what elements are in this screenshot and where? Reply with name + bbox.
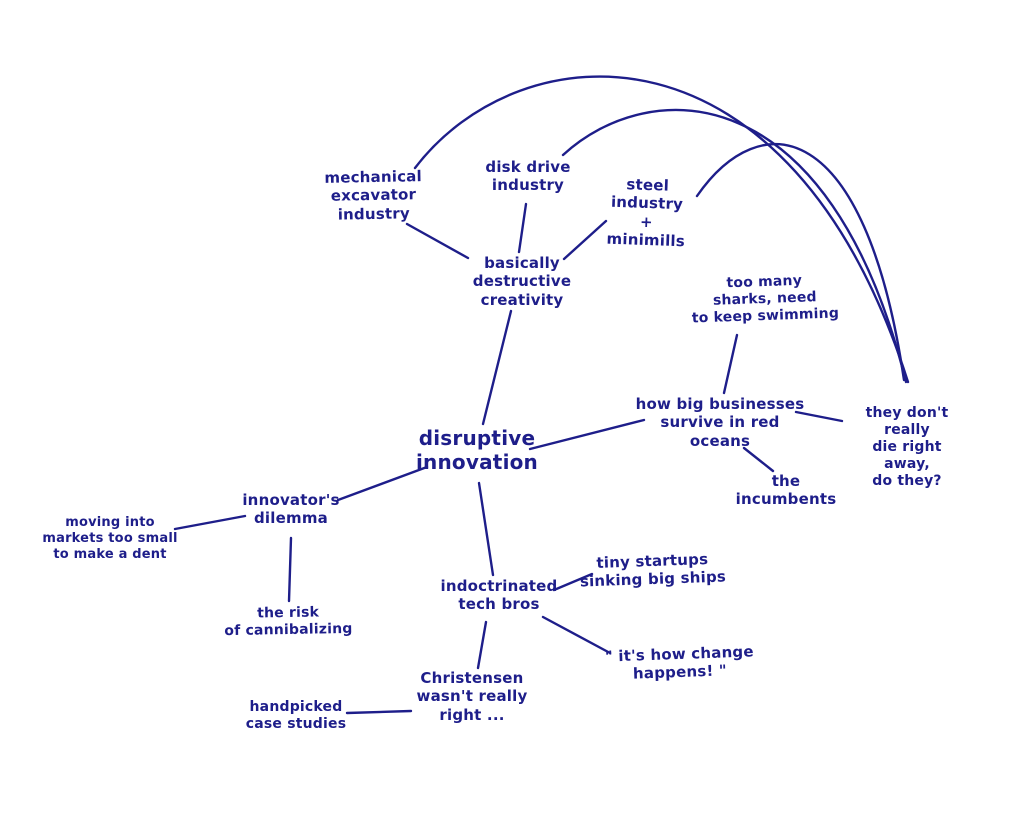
edge-mechanical-excavator-industry--destructive-creativity xyxy=(405,222,470,260)
node-markets-too-small: moving into markets too small to make a … xyxy=(42,515,178,562)
edge-innovators-dilemma--risk-of-cannibalizing xyxy=(287,536,293,603)
edge-destructive-creativity--disruptive-innovation xyxy=(481,309,513,426)
node-its-how-change-happens: " it's how change happens! " xyxy=(604,642,755,683)
edge-disruptive-innovation--big-businesses-red-oceans xyxy=(528,418,646,451)
node-innovators-dilemma: innovator's dilemma xyxy=(242,491,340,528)
node-destructive-creativity: basically destructive creativity xyxy=(472,254,572,309)
node-disruptive-innovation: disruptive innovation xyxy=(416,426,538,475)
edge-innovators-dilemma--markets-too-small xyxy=(173,514,247,531)
node-risk-of-cannibalizing: the risk of cannibalizing xyxy=(224,604,353,640)
edge-disruptive-innovation--indoctrinated-tech-bros xyxy=(477,481,495,577)
node-too-many-sharks: too many sharks, need to keep swimming xyxy=(691,272,840,327)
node-big-businesses-red-oceans: how big businesses survive in red oceans xyxy=(635,395,805,450)
node-handpicked-case-studies: handpicked case studies xyxy=(245,699,347,733)
edge-indoctrinated-tech-bros--christensen-not-right xyxy=(476,620,488,670)
edge-indoctrinated-tech-bros--its-how-change-happens xyxy=(541,615,612,655)
node-christensen-not-right: Christensen wasn't really right ... xyxy=(416,669,528,724)
node-disk-drive-industry: disk drive industry xyxy=(485,158,571,195)
edge-disruptive-innovation--innovators-dilemma xyxy=(336,465,429,502)
edge-christensen-not-right--handpicked-case-studies xyxy=(345,709,413,715)
node-dont-die-right-away: they don't really die right away, do the… xyxy=(865,405,949,490)
edge-too-many-sharks--big-businesses-red-oceans xyxy=(722,333,739,395)
edge-disk-drive-industry--destructive-creativity xyxy=(517,202,528,254)
node-mechanical-excavator-industry: mechanical excavator industry xyxy=(324,167,423,224)
node-indoctrinated-tech-bros: indoctrinated tech bros xyxy=(440,577,558,614)
node-the-incumbents: the incumbents xyxy=(735,472,837,509)
edge-steel-industry-minimills--dont-die-right-away xyxy=(695,142,906,382)
edge-big-businesses-red-oceans--the-incumbents xyxy=(742,446,775,473)
node-tiny-startups: tiny startups sinking big ships xyxy=(579,550,727,591)
node-steel-industry-minimills: steel industry + minimills xyxy=(606,175,686,251)
